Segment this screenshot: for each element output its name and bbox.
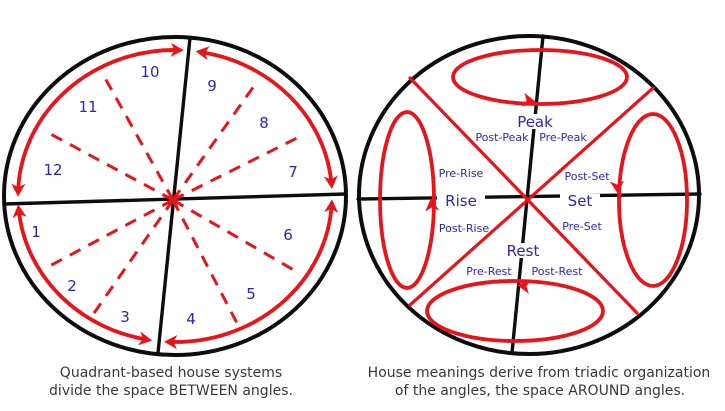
pre-peak-label: Pre-Peak — [539, 131, 587, 144]
rise-loop — [378, 110, 436, 290]
rise-label-backdrop — [437, 194, 485, 208]
rest-label-backdrop — [499, 243, 547, 258]
diagonal-line-ne-sw — [408, 86, 655, 307]
label-backdrops — [437, 114, 600, 258]
house-9-label: 9 — [207, 77, 217, 95]
bottom-left-quadrant-arc — [12, 204, 153, 346]
right-red-lines — [378, 48, 689, 343]
rise-label: Rise — [445, 192, 477, 210]
left-circle — [2, 35, 348, 357]
house-4-label: 4 — [186, 310, 196, 328]
left-caption-line2: divide the space BETWEEN angles. — [49, 383, 293, 399]
house-10-label: 10 — [140, 63, 159, 81]
post-rise-label: Post-Rise — [439, 222, 489, 235]
angle-labels: Peak Post-Peak Pre-Peak Pre-Rise Rise Po… — [439, 113, 611, 278]
house-2-label: 2 — [67, 277, 77, 295]
pre-set-label: Pre-Set — [562, 220, 602, 233]
house-11-label: 11 — [78, 98, 97, 116]
cusp-line-2-3 — [90, 199, 175, 317]
loop-arrowheads — [425, 92, 624, 294]
cusp-line-11-12 — [44, 129, 174, 202]
cusp-line-1-2 — [43, 198, 174, 271]
cusp-line-10-11 — [103, 77, 175, 201]
right-caption-line2: of the angles, the space AROUND angles. — [395, 383, 685, 399]
pre-rise-label: Pre-Rise — [439, 167, 484, 180]
post-rest-label: Post-Rest — [532, 265, 584, 278]
peak-loop-arrow-icon — [521, 92, 536, 107]
cusp-line-4-5 — [171, 199, 240, 326]
pre-rest-label: Pre-Rest — [466, 265, 512, 278]
rest-label: Rest — [507, 242, 540, 260]
house-1-label: 1 — [31, 223, 41, 241]
quadrant-arc-arrows — [11, 42, 339, 350]
cusp-line-8-9 — [171, 85, 256, 201]
left-caption-line1: Quadrant-based house systems — [60, 365, 282, 381]
post-peak-label: Post-Peak — [475, 131, 529, 144]
cusp-line-7-8 — [172, 133, 304, 202]
house-numbers: 1 2 3 4 5 6 7 8 9 10 11 12 — [31, 63, 298, 328]
peak-label-backdrop — [509, 114, 561, 129]
house-5-label: 5 — [246, 285, 256, 303]
bottom-right-quadrant-arc — [164, 199, 339, 350]
post-set-label: Post-Set — [564, 170, 610, 183]
top-left-quadrant-arc — [11, 42, 184, 197]
set-label: Set — [568, 192, 593, 210]
captions: Quadrant-based house systems divide the … — [49, 365, 710, 399]
house-6-label: 6 — [283, 226, 293, 244]
triadic-angles-diagram: Peak Post-Peak Pre-Peak Pre-Rise Rise Po… — [356, 34, 702, 356]
peak-label: Peak — [517, 113, 553, 131]
peak-loop — [451, 48, 629, 106]
top-right-quadrant-arc — [195, 46, 338, 189]
set-loop-arrow-icon — [609, 180, 624, 194]
rest-loop-arrow-icon — [517, 279, 531, 294]
right-horizontal-axis — [356, 192, 702, 201]
set-loop — [617, 112, 689, 288]
diagonal-line-nw-se — [408, 76, 639, 315]
rise-loop-arrow-icon — [425, 198, 440, 212]
set-label-backdrop — [560, 194, 600, 208]
house-12-label: 12 — [43, 161, 62, 179]
house-3-label: 3 — [120, 308, 130, 326]
right-vertical-axis — [510, 34, 545, 355]
quadrant-houses-diagram: 1 2 3 4 5 6 7 8 9 10 11 12 — [2, 35, 348, 357]
right-caption-line1: House meanings derive from triadic organ… — [368, 365, 711, 381]
right-black-lines — [356, 34, 702, 356]
house-8-label: 8 — [259, 114, 269, 132]
cusp-line-5-6 — [172, 198, 300, 275]
house-7-label: 7 — [288, 163, 298, 181]
rest-loop — [425, 279, 605, 343]
